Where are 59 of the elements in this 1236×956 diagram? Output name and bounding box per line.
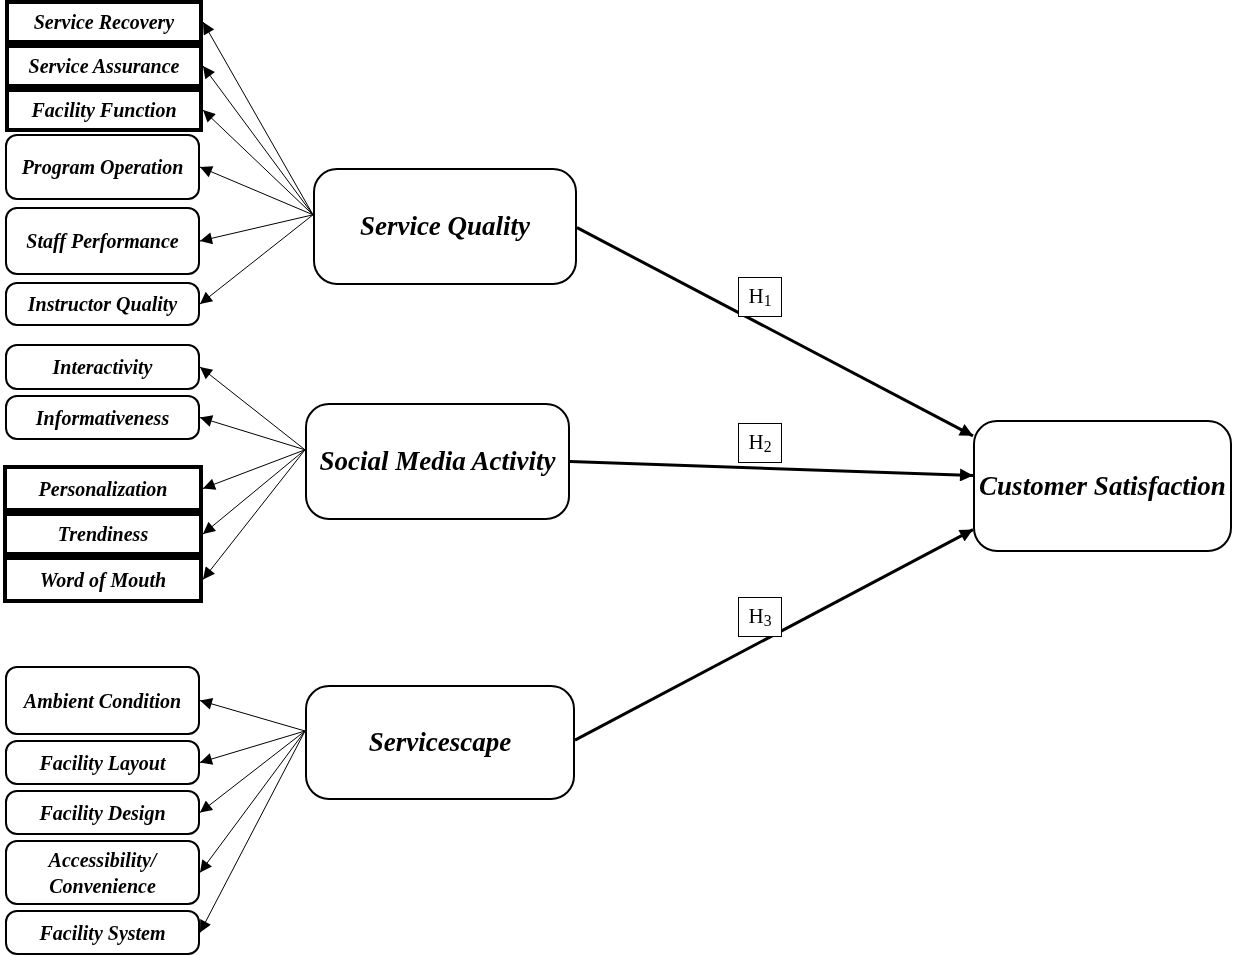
node-label: Social Media Activity bbox=[319, 445, 556, 478]
dimension-box bbox=[5, 740, 200, 785]
hypothesis-label: H$_{2}$ bbox=[738, 423, 782, 463]
arrow bbox=[576, 226, 974, 438]
node-label: Instructor Quality bbox=[27, 292, 178, 317]
node-label: Service Recovery bbox=[33, 10, 175, 35]
dimension-box bbox=[5, 207, 200, 275]
arrow bbox=[202, 65, 314, 216]
node-label: Accessibility/ Convenience bbox=[46, 847, 159, 899]
node-label: Staff Performance bbox=[26, 229, 179, 254]
node-label: Ambient Condition bbox=[23, 688, 182, 714]
arrow bbox=[199, 698, 306, 732]
arrow bbox=[199, 730, 306, 873]
hypothesis-label: H$_{3}$ bbox=[738, 597, 782, 637]
arrow bbox=[202, 449, 306, 535]
arrow bbox=[199, 214, 314, 305]
node-label: Trendiness bbox=[57, 522, 149, 547]
construct-box bbox=[305, 403, 570, 520]
node-label: Service Assurance bbox=[28, 54, 180, 79]
dimension-box bbox=[5, 840, 200, 905]
node-label: Servicescape bbox=[368, 726, 512, 759]
arrow bbox=[574, 528, 974, 742]
hypothesis-label: H$_{1}$ bbox=[738, 277, 782, 317]
arrow bbox=[199, 214, 314, 245]
arrow bbox=[199, 166, 314, 216]
construct-box bbox=[313, 168, 577, 285]
dimension-box bbox=[5, 910, 200, 955]
dimension-box bbox=[3, 556, 203, 603]
node-label: Program Operation bbox=[21, 155, 184, 180]
node-label: Facility Function bbox=[31, 98, 177, 123]
node-label: Personalization bbox=[38, 476, 168, 502]
dimension-box bbox=[5, 0, 203, 44]
arrow bbox=[202, 109, 314, 216]
construct-box bbox=[305, 685, 575, 800]
node-label: Informativeness bbox=[35, 405, 170, 431]
arrow bbox=[202, 449, 306, 490]
node-label: Word of Mouth bbox=[39, 567, 167, 593]
dimension-box bbox=[3, 465, 203, 512]
node-label: Service Quality bbox=[359, 210, 531, 243]
dimension-box bbox=[5, 666, 200, 735]
arrow bbox=[199, 730, 306, 765]
dimension-box bbox=[5, 790, 200, 835]
construct-box bbox=[973, 420, 1232, 552]
node-label: Facility System bbox=[39, 920, 166, 946]
arrow bbox=[199, 730, 306, 813]
dimension-box bbox=[5, 134, 200, 200]
arrow bbox=[202, 449, 306, 580]
node-label: Facility Design bbox=[39, 800, 166, 826]
node-label: Customer Satisfaction bbox=[979, 469, 1226, 503]
arrow bbox=[569, 460, 974, 482]
dimension-box bbox=[5, 88, 203, 132]
node-label: Facility Layout bbox=[39, 750, 166, 776]
arrow bbox=[199, 730, 306, 933]
arrow bbox=[199, 366, 306, 451]
arrow bbox=[199, 415, 306, 451]
dimension-box bbox=[5, 282, 200, 326]
node-label: Interactivity bbox=[52, 355, 153, 380]
dimension-box bbox=[5, 344, 200, 390]
dimension-box bbox=[5, 395, 200, 440]
